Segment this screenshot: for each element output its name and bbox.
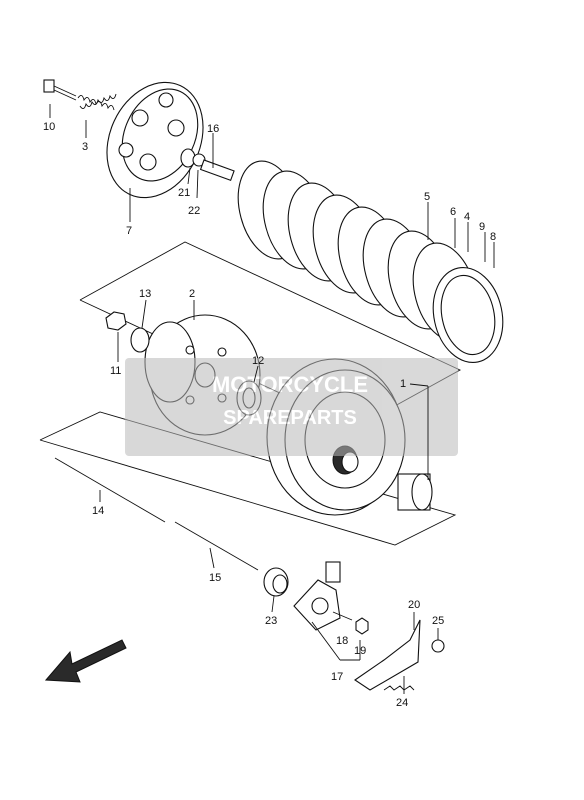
bolt-10 — [43, 79, 77, 101]
bracket-20 — [354, 619, 421, 691]
nut-19 — [355, 617, 369, 635]
callout-13: 13 — [139, 288, 151, 300]
callout-12: 12 — [252, 355, 264, 367]
callout-8: 8 — [490, 231, 496, 243]
oil-seal-23 — [263, 567, 289, 597]
callout-3: 3 — [82, 141, 88, 153]
spacer-collar — [397, 473, 433, 511]
callout-21: 21 — [178, 187, 190, 199]
callout-16: 16 — [207, 123, 219, 135]
bolt-25 — [431, 639, 445, 653]
callout-20: 20 — [408, 599, 420, 611]
push-rod-15 — [174, 521, 259, 571]
assembly-outline-lower — [39, 411, 457, 546]
pressure-plate — [106, 81, 204, 199]
spring-24 — [383, 685, 415, 691]
callout-4: 4 — [464, 211, 470, 223]
watermark-line2: SPAREPARTS — [223, 407, 357, 429]
callout-6: 6 — [450, 206, 456, 218]
callout-23: 23 — [265, 615, 277, 627]
watermark: MOTORCYCLE SPAREPARTS — [125, 358, 458, 456]
callout-2: 2 — [189, 288, 195, 300]
callout-15: 15 — [209, 572, 221, 584]
callout-7: 7 — [126, 225, 132, 237]
leader-lines — [49, 104, 495, 694]
bolt-18 — [332, 611, 353, 621]
callout-14: 14 — [92, 505, 104, 517]
callout-labels: 10 3 7 21 22 16 5 6 4 9 8 2 13 11 12 1 1… — [43, 121, 496, 709]
callout-9: 9 — [479, 221, 485, 233]
callout-10: 10 — [43, 121, 55, 133]
callout-19: 19 — [354, 645, 366, 657]
watermark-line1: MOTORCYCLE — [212, 372, 368, 397]
spring-3 — [77, 93, 117, 111]
nut-11 — [105, 311, 127, 331]
callout-22: 22 — [188, 205, 200, 217]
wire-ring-8 — [432, 266, 504, 364]
push-rod-14 — [54, 457, 166, 523]
callout-18: 18 — [336, 635, 348, 647]
callout-11: 11 — [110, 365, 121, 377]
callout-1: 1 — [400, 378, 406, 390]
release-cylinder-17 — [293, 561, 341, 631]
front-arrow-icon — [44, 639, 127, 683]
callout-17: 17 — [331, 671, 343, 683]
callout-24: 24 — [396, 697, 408, 709]
pushrod-piece-16 — [199, 159, 235, 182]
callout-25: 25 — [432, 615, 444, 627]
washer-13 — [130, 327, 150, 353]
callout-5: 5 — [424, 191, 430, 203]
